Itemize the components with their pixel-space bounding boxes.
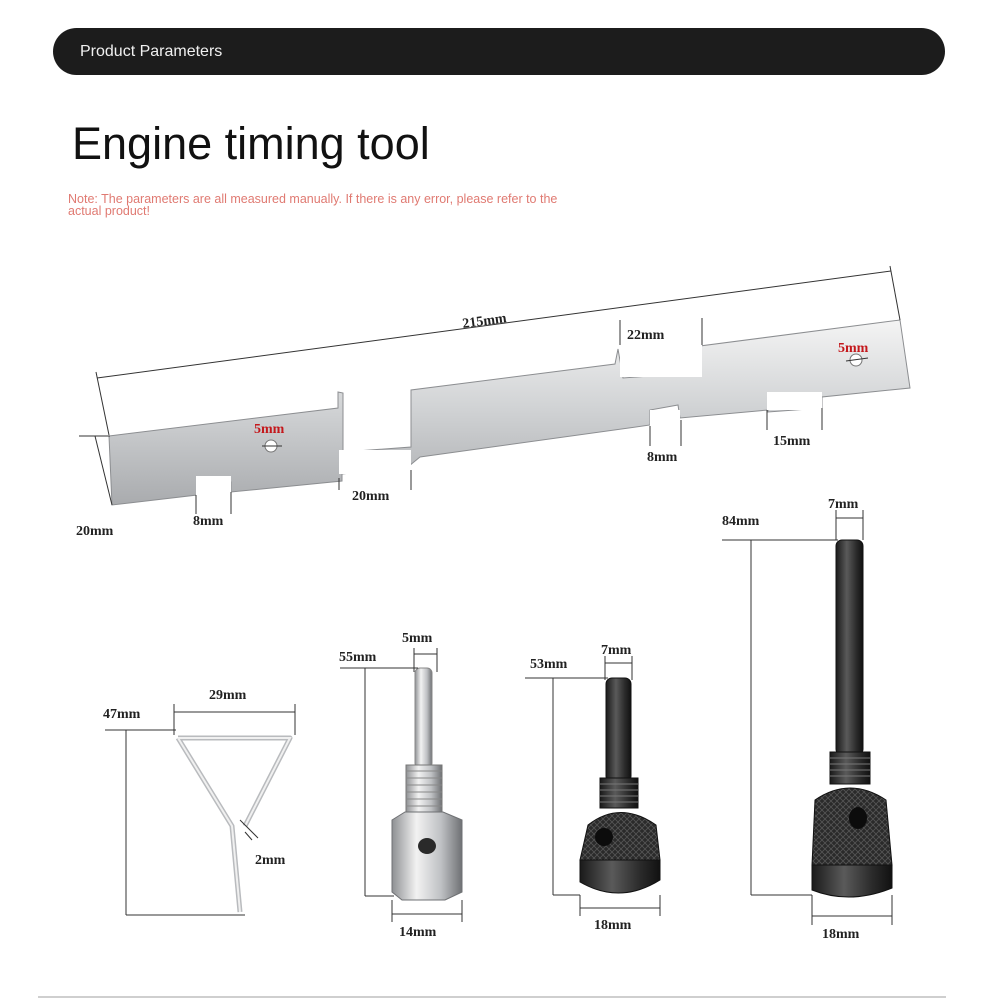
plate-notch: [767, 392, 822, 410]
t-handle-width-label: 29mm: [209, 688, 247, 703]
plate-length-label: 215mm: [462, 311, 508, 332]
plate-hole-left-label: 5mm: [254, 422, 285, 437]
header-label: Product Parameters: [80, 43, 223, 60]
t-handle-tool: 47mm 29mm 2mm: [103, 688, 296, 916]
header-bar: Product Parameters: [53, 28, 945, 75]
plate-notch-right-wide-label: 15mm: [773, 434, 811, 449]
t-handle-height-label: 47mm: [103, 707, 141, 722]
silver-pin-tip-label: 5mm: [402, 631, 433, 646]
plate-width-label: 20mm: [76, 524, 114, 539]
silver-pin-height-label: 55mm: [339, 650, 377, 665]
plate-notch: [620, 345, 702, 377]
plate-notch-right-top-label: 22mm: [627, 328, 665, 343]
plate-notch: [339, 450, 411, 474]
silver-pin-base-label: 14mm: [399, 925, 437, 940]
plate-hole-right-label: 5mm: [838, 341, 869, 356]
long-pin-tip-label: 7mm: [828, 497, 859, 512]
silver-pin-tool: 55mm 5mm 14mm: [339, 631, 463, 940]
short-black-pin-tool: 53mm 7mm 18mm: [525, 643, 661, 933]
plate-notch-right-small-label: 8mm: [647, 450, 678, 465]
short-pin-height-label: 53mm: [530, 657, 568, 672]
plate-notch: [650, 410, 680, 426]
bottom-divider: [38, 996, 946, 998]
plate-notch-left-wide-label: 20mm: [352, 489, 390, 504]
long-pin-base-label: 18mm: [822, 927, 860, 942]
timing-plate: 215mm 20mm 5mm 5mm 8mm 20mm 22mm 8mm 15m…: [76, 265, 911, 539]
short-pin-tip-label: 7mm: [601, 643, 632, 658]
page-note: Note: The parameters are all measured ma…: [68, 192, 558, 218]
t-handle-wire-label: 2mm: [255, 853, 286, 868]
long-black-pin-tool: 84mm 7mm 18mm: [722, 497, 893, 942]
plate-notch: [196, 476, 231, 496]
page-title: Engine timing tool: [72, 118, 430, 169]
plate-notch-left-small-label: 8mm: [193, 514, 224, 529]
long-pin-height-label: 84mm: [722, 514, 760, 529]
short-pin-base-label: 18mm: [594, 918, 632, 933]
